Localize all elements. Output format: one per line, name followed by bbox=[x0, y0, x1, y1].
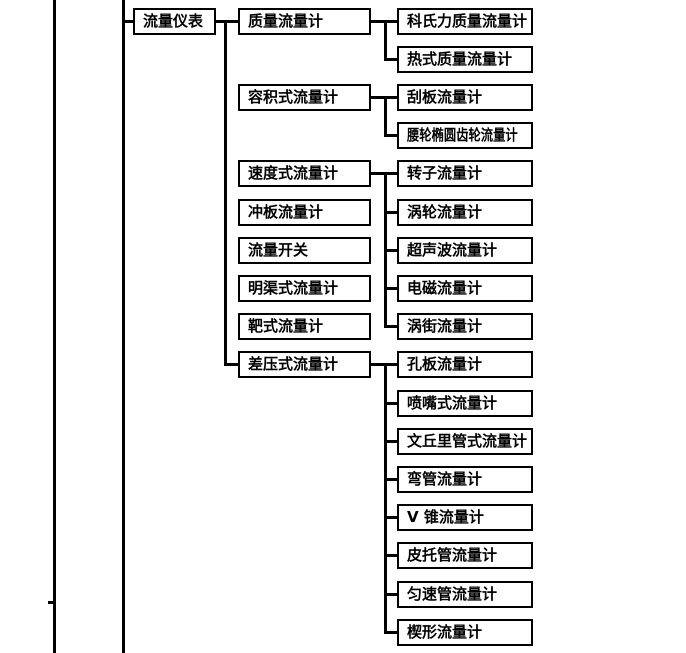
tree-node-label: 文丘里管式流量计 bbox=[407, 431, 528, 450]
tree-node-l1-6: 靶式流量计 bbox=[238, 313, 371, 341]
tree-node-l1-0: 质量流量计 bbox=[238, 7, 371, 35]
tree-node-label: 涡轮流量计 bbox=[407, 202, 483, 221]
tree-node-label: 质量流量计 bbox=[248, 11, 324, 30]
tree-node-label: 靶式流量计 bbox=[248, 317, 324, 336]
left-guide-tick bbox=[48, 601, 53, 604]
branch-tick-7-5 bbox=[384, 554, 397, 558]
tree-node-leaf-2-2: 超声波流量计 bbox=[397, 236, 533, 264]
tree-node-leaf-0-0: 科氏力质量流量计 bbox=[397, 7, 533, 35]
tree-node-l1-2: 速度式流量计 bbox=[238, 160, 371, 188]
branch-tick-1-1 bbox=[384, 134, 397, 138]
tree-node-label: 涡街流量计 bbox=[407, 317, 483, 336]
tree-node-label: 冲板流量计 bbox=[248, 202, 324, 221]
branch-tick-7-3 bbox=[384, 477, 397, 481]
branch-tick-1-0 bbox=[384, 95, 397, 99]
branch-tick-0-0 bbox=[384, 19, 397, 23]
tree-node-label: 容积式流量计 bbox=[248, 87, 339, 106]
tree-node-leaf-7-1: 喷嘴式流量计 bbox=[397, 389, 533, 417]
tree-node-leaf-7-5: 皮托管流量计 bbox=[397, 542, 533, 570]
branch-tick-0-1 bbox=[384, 57, 397, 61]
tree-node-l1-3: 冲板流量计 bbox=[238, 198, 371, 226]
branch-tick-2-2 bbox=[384, 248, 397, 252]
branch-tick-2-4 bbox=[384, 325, 397, 329]
tree-node-root: 流量仪表 bbox=[133, 7, 216, 35]
tree-node-leaf-7-6: 匀速管流量计 bbox=[397, 580, 533, 608]
tree-node-leaf-1-0: 刮板流量计 bbox=[397, 83, 533, 111]
tree-node-leaf-2-1: 涡轮流量计 bbox=[397, 198, 533, 226]
tree-node-label: 匀速管流量计 bbox=[407, 584, 498, 603]
trunk-vertical-line bbox=[224, 19, 227, 367]
tree-node-label: 弯管流量计 bbox=[407, 469, 483, 488]
tree-node-label: 差压式流量计 bbox=[248, 355, 339, 374]
tree-node-label: 腰轮椭圆齿轮流量计 bbox=[407, 126, 518, 145]
trunk-tick-differential-pressure bbox=[224, 363, 238, 367]
tree-node-leaf-7-4: V 锥流量计 bbox=[397, 504, 533, 532]
tree-node-label: 楔形流量计 bbox=[407, 622, 483, 641]
tree-node-label: 转子流量计 bbox=[407, 164, 483, 183]
tree-node-leaf-7-3: 弯管流量计 bbox=[397, 465, 533, 493]
left-guide-line-outer bbox=[53, 0, 56, 653]
branch-tick-2-0 bbox=[384, 172, 397, 176]
branch-vertical-1 bbox=[384, 95, 387, 138]
tree-node-leaf-0-1: 热式质量流量计 bbox=[397, 45, 533, 73]
tree-node-leaf-2-4: 涡街流量计 bbox=[397, 313, 533, 341]
branch-tick-2-3 bbox=[384, 286, 397, 290]
branch-horizontal-0 bbox=[371, 19, 387, 23]
branch-tick-7-7 bbox=[384, 630, 397, 634]
tree-node-l1-1: 容积式流量计 bbox=[238, 83, 371, 111]
branch-tick-7-1 bbox=[384, 401, 397, 405]
tree-node-label: 超声波流量计 bbox=[407, 240, 498, 259]
tree-node-label: 刮板流量计 bbox=[407, 87, 483, 106]
tree-node-l1-4: 流量开关 bbox=[238, 236, 371, 264]
tree-node-label: 热式质量流量计 bbox=[407, 49, 513, 68]
tree-node-label: 皮托管流量计 bbox=[407, 546, 498, 565]
tree-node-label: 速度式流量计 bbox=[248, 164, 339, 183]
branch-horizontal-2 bbox=[371, 172, 387, 176]
branch-horizontal-1 bbox=[371, 95, 387, 99]
branch-tick-7-0 bbox=[384, 363, 397, 367]
tree-node-label: 电磁流量计 bbox=[407, 278, 483, 297]
tree-node-leaf-2-0: 转子流量计 bbox=[397, 160, 533, 188]
tree-node-label: V 锥流量计 bbox=[407, 508, 484, 527]
tree-node-label: 喷嘴式流量计 bbox=[407, 393, 498, 412]
tree-node-label: 流量仪表 bbox=[143, 11, 204, 30]
branch-tick-7-4 bbox=[384, 516, 397, 520]
tree-node-label: 明渠式流量计 bbox=[248, 278, 339, 297]
branch-tick-7-6 bbox=[384, 592, 397, 596]
tree-node-label: 孔板流量计 bbox=[407, 355, 483, 374]
branch-tick-7-2 bbox=[384, 439, 397, 443]
tree-node-l1-7: 差压式流量计 bbox=[238, 351, 371, 379]
tree-node-leaf-2-3: 电磁流量计 bbox=[397, 274, 533, 302]
tree-node-label: 科氏力质量流量计 bbox=[407, 11, 528, 30]
left-guide-line-inner bbox=[122, 0, 125, 653]
branch-vertical-0 bbox=[384, 19, 387, 61]
tree-node-leaf-7-0: 孔板流量计 bbox=[397, 351, 533, 379]
tree-node-leaf-1-1: 腰轮椭圆齿轮流量计 bbox=[397, 122, 533, 150]
root-connector-tick bbox=[125, 19, 133, 23]
branch-vertical-7 bbox=[384, 363, 387, 634]
branch-horizontal-7 bbox=[371, 363, 387, 367]
tree-node-leaf-7-7: 楔形流量计 bbox=[397, 618, 533, 646]
branch-tick-2-1 bbox=[384, 210, 397, 214]
tree-node-label: 流量开关 bbox=[248, 240, 309, 259]
tree-node-l1-5: 明渠式流量计 bbox=[238, 274, 371, 302]
root-to-children-line bbox=[216, 19, 238, 23]
tree-node-leaf-7-2: 文丘里管式流量计 bbox=[397, 427, 533, 455]
